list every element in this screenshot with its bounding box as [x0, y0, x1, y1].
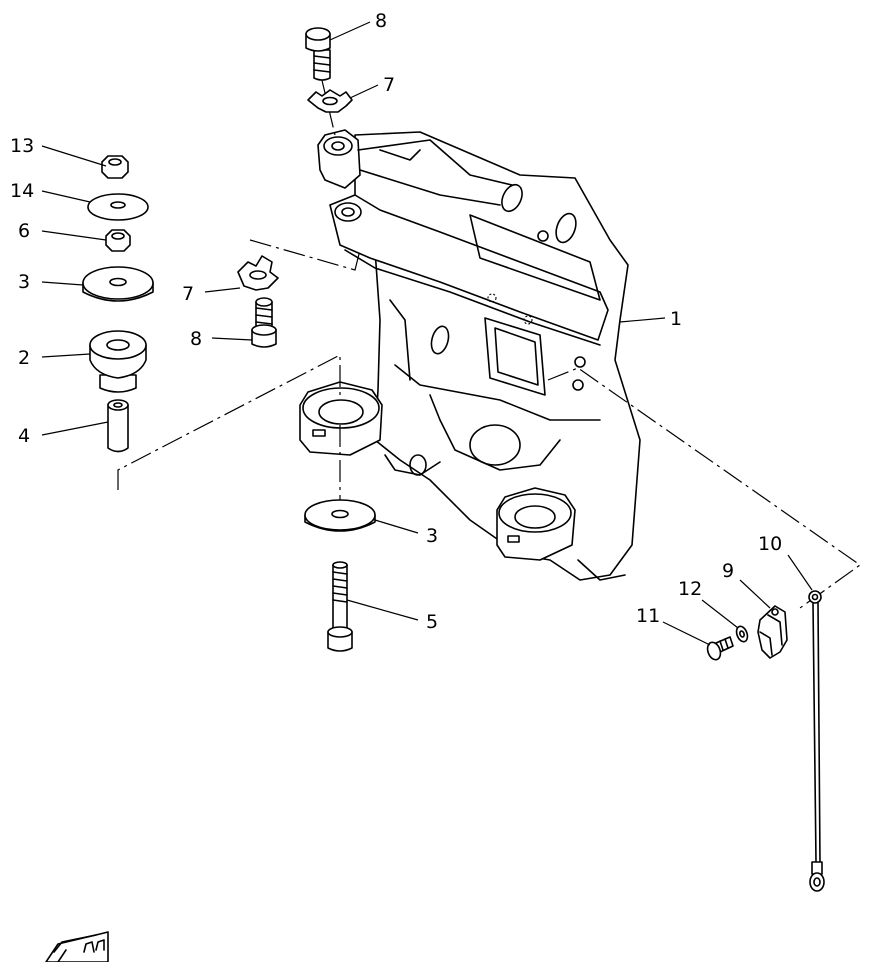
callout-6: 6 [18, 220, 30, 242]
callout-12: 12 [678, 578, 702, 600]
callout-9: 9 [722, 560, 734, 582]
callout-11: 11 [636, 605, 660, 627]
callout-8-top: 8 [375, 10, 387, 32]
grommet-part-3-lower [304, 499, 376, 532]
callout-4: 4 [18, 425, 30, 447]
callout-3-upper: 3 [18, 271, 30, 293]
washer-part-14 [87, 193, 149, 221]
nut-part-6 [105, 229, 131, 252]
lead-wire-part-10 [808, 590, 825, 892]
bolt-part-5 [327, 561, 353, 652]
callout-7-mid: 7 [182, 283, 194, 305]
callout-8-mid: 8 [190, 328, 202, 350]
bracket-part-1 [299, 129, 641, 581]
holder-part-9 [757, 605, 788, 659]
collar-part-4 [107, 399, 129, 453]
lock-washer-part-7-mid [237, 255, 279, 291]
leader-lines [41, 21, 813, 646]
callout-3-lower: 3 [426, 525, 438, 547]
mount-rubber-part-2 [89, 330, 147, 393]
callout-labels: 8 7 13 14 6 3 2 4 7 8 1 3 5 11 12 9 10 [10, 10, 782, 633]
callout-5: 5 [426, 611, 438, 633]
book-with-hand-icon [45, 931, 109, 962]
callout-13: 13 [10, 135, 34, 157]
nut-part-13 [101, 155, 129, 179]
screw-part-11 [706, 636, 734, 661]
washer-part-12 [735, 625, 749, 643]
grommet-part-3-upper [82, 266, 154, 302]
bolt-part-8-top [305, 27, 331, 81]
callout-7-top: 7 [383, 74, 395, 96]
callout-1: 1 [670, 308, 682, 330]
lock-washer-part-7-top [307, 89, 353, 113]
bolt-part-8-mid [251, 297, 277, 348]
callout-14: 14 [10, 180, 34, 202]
callout-10: 10 [758, 533, 782, 555]
callout-2: 2 [18, 347, 30, 369]
assembly-axis-lines [117, 71, 862, 609]
